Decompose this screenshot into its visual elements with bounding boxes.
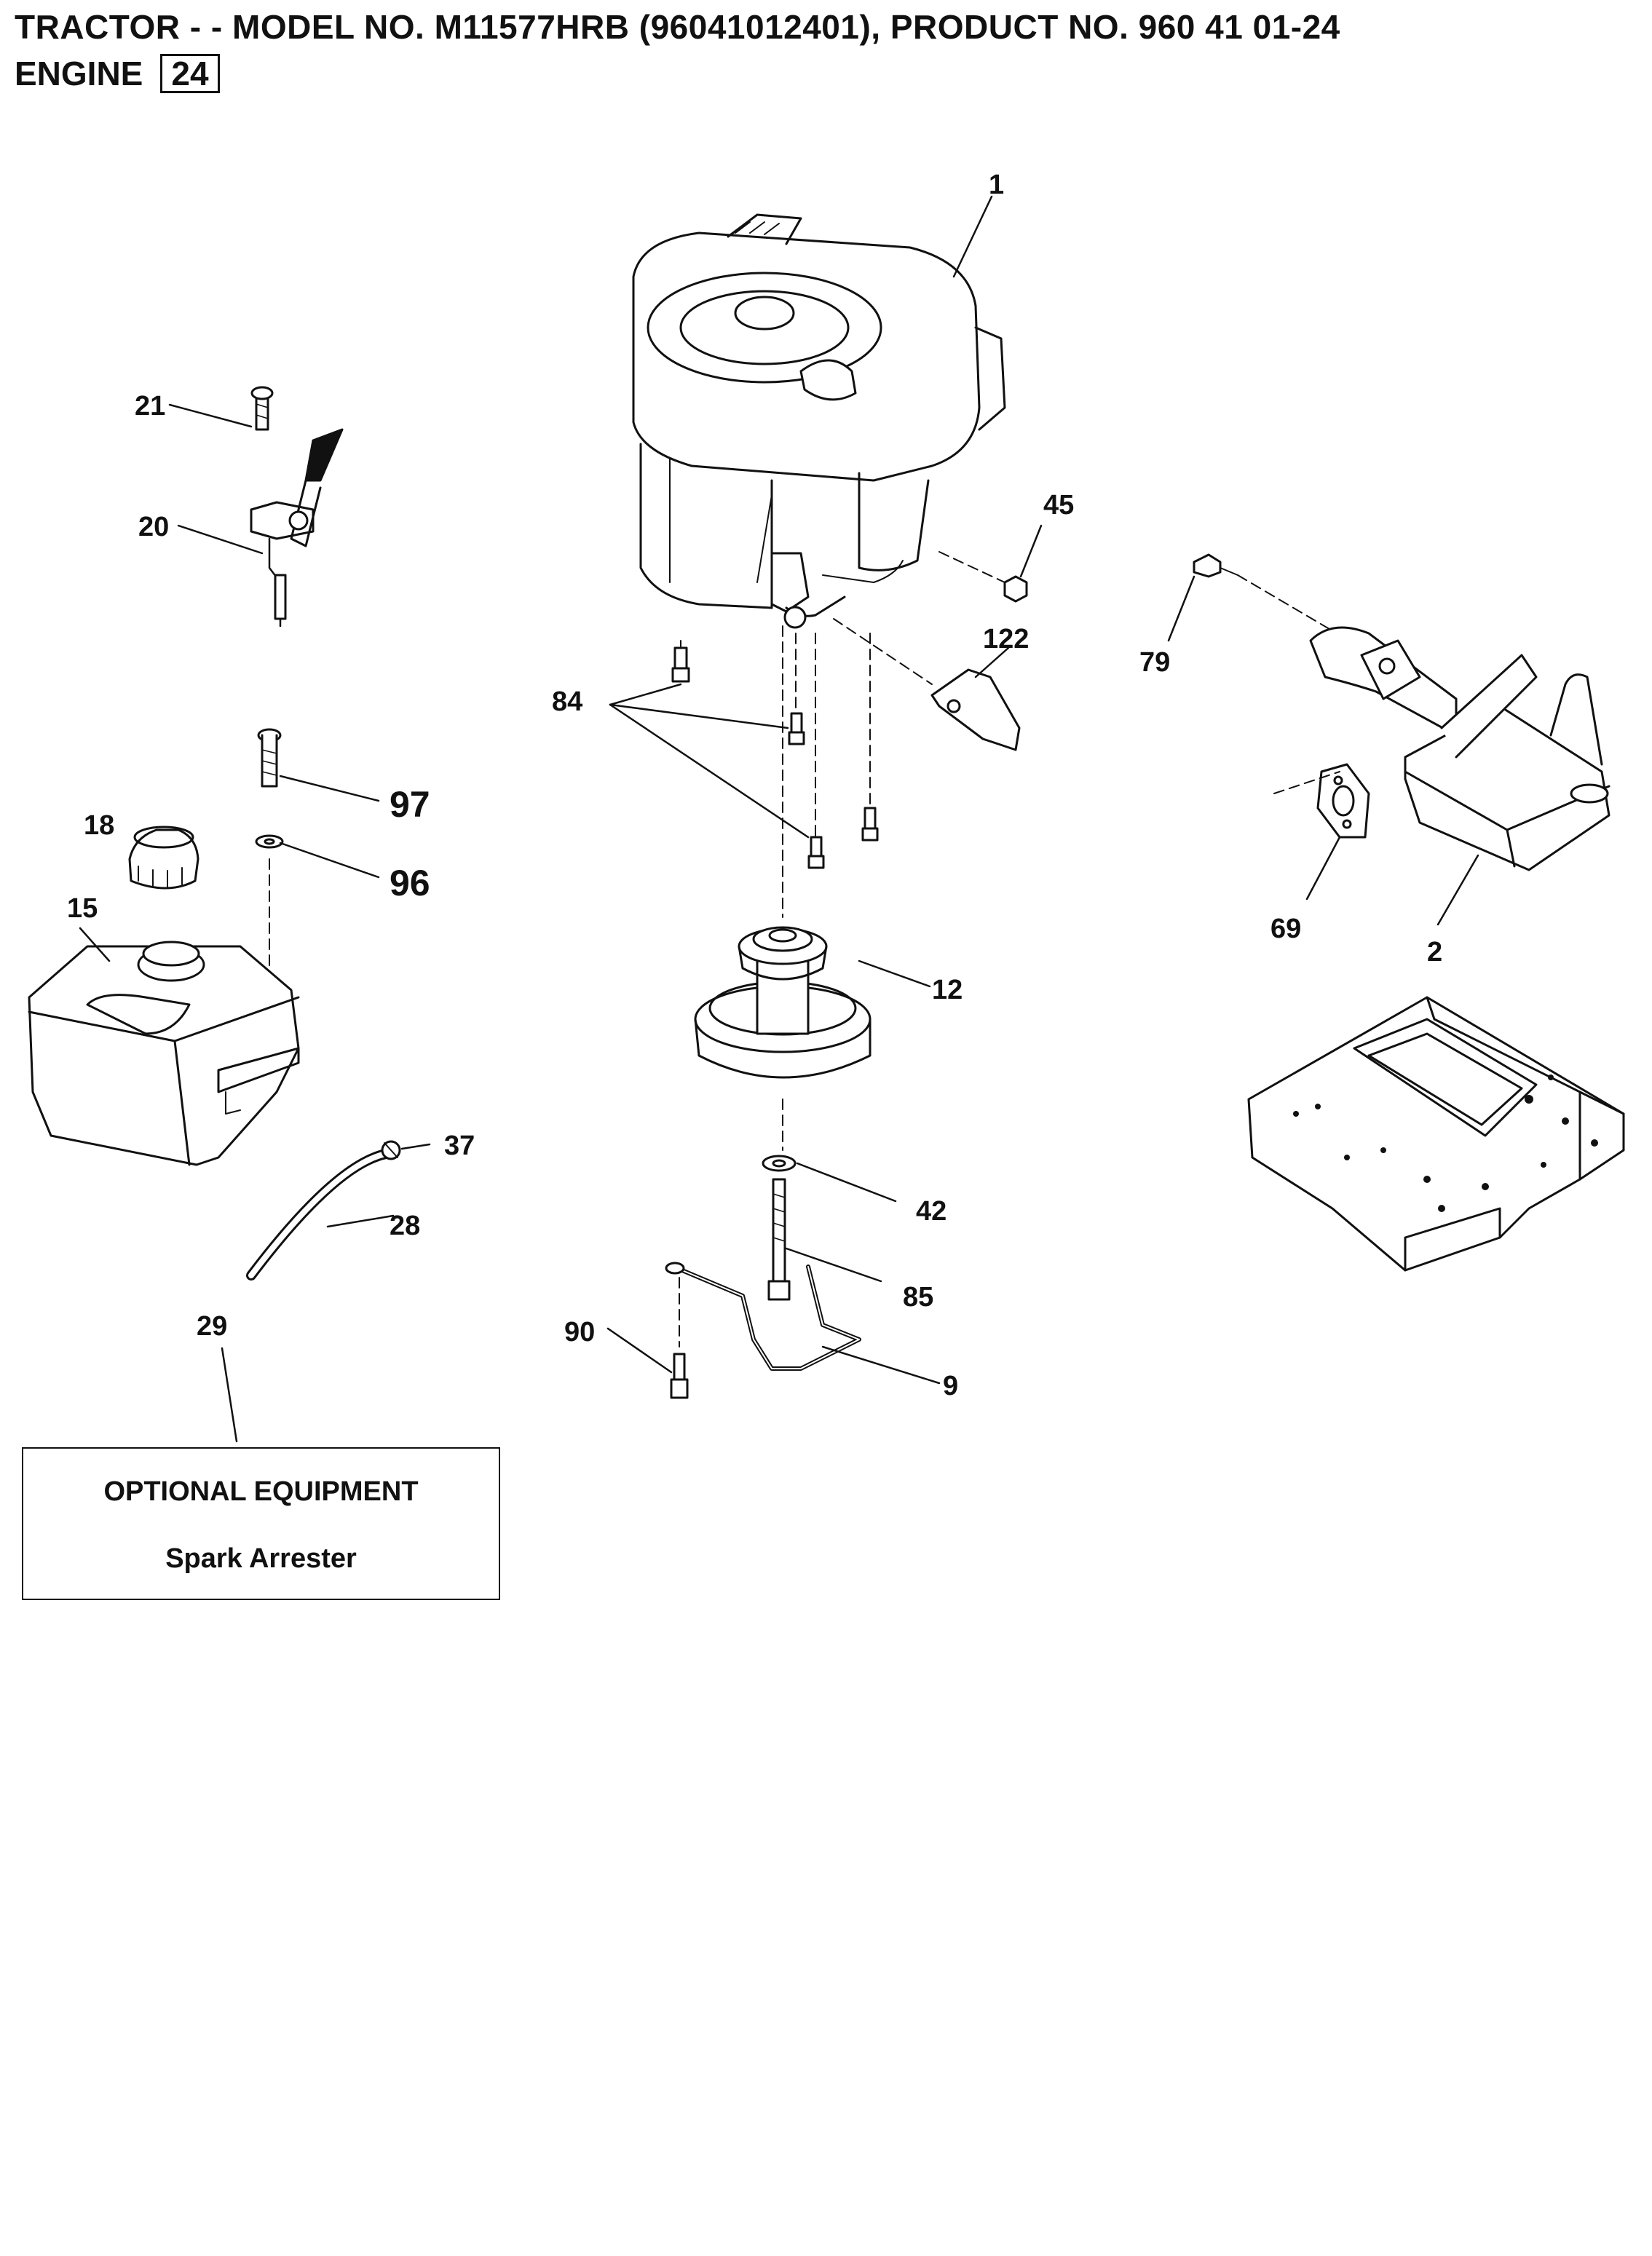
callout-2: 2 [1427,937,1442,967]
nut-part [938,551,1028,603]
callout-122: 122 [983,624,1029,654]
callout-29: 29 [197,1311,227,1342]
callout-28: 28 [390,1211,420,1241]
optional-equipment-title: OPTIONAL EQUIPMENT [103,1476,419,1507]
pulley-part [694,625,872,1151]
leader-lines [79,195,1479,1443]
gasket-part [1273,763,1370,839]
callout-96: 96 [390,863,430,903]
callout-21: 21 [135,391,165,421]
washer-bolt-part [762,1155,797,1301]
fuel-cap-part [128,826,199,890]
callout-42: 42 [916,1196,946,1227]
guard-part [833,618,1021,751]
callout-69: 69 [1270,914,1301,944]
page-title: TRACTOR - - MODEL NO. M11577HRB (9604101… [15,8,1340,46]
mounting-bolts-part [671,633,879,869]
callout-15: 15 [67,893,98,924]
section-heading: ENGINE 24 [15,54,220,93]
bracket-part [665,1262,861,1399]
frame-plate-part [1247,996,1625,1272]
optional-equipment-item: Spark Arrester [165,1543,357,1574]
screw-97-washer-96-part [255,728,284,1042]
optional-equipment-box: OPTIONAL EQUIPMENT Spark Arrester [22,1447,500,1600]
callout-90: 90 [564,1317,595,1347]
callout-97: 97 [390,784,430,825]
callout-12: 12 [932,975,963,1005]
callout-79: 79 [1139,647,1170,678]
callout-1: 1 [989,170,1004,200]
callout-84: 84 [552,686,582,717]
callout-9: 9 [943,1371,958,1401]
muffler-part [1309,626,1610,871]
callout-45: 45 [1043,490,1074,521]
callout-37: 37 [444,1131,475,1161]
engine-part [632,213,1006,629]
fuel-line-part [246,1140,401,1281]
callout-18: 18 [84,810,114,841]
throttle-control-part [250,386,344,628]
callout-labels: 1 2 9 12 15 18 20 21 28 29 37 42 45 69 7… [67,170,1442,1401]
section-name: ENGINE [15,55,143,92]
callout-20: 20 [138,512,169,542]
fuel-tank-part [28,941,300,1166]
section-number-badge: 24 [160,54,220,93]
callout-85: 85 [903,1282,933,1313]
